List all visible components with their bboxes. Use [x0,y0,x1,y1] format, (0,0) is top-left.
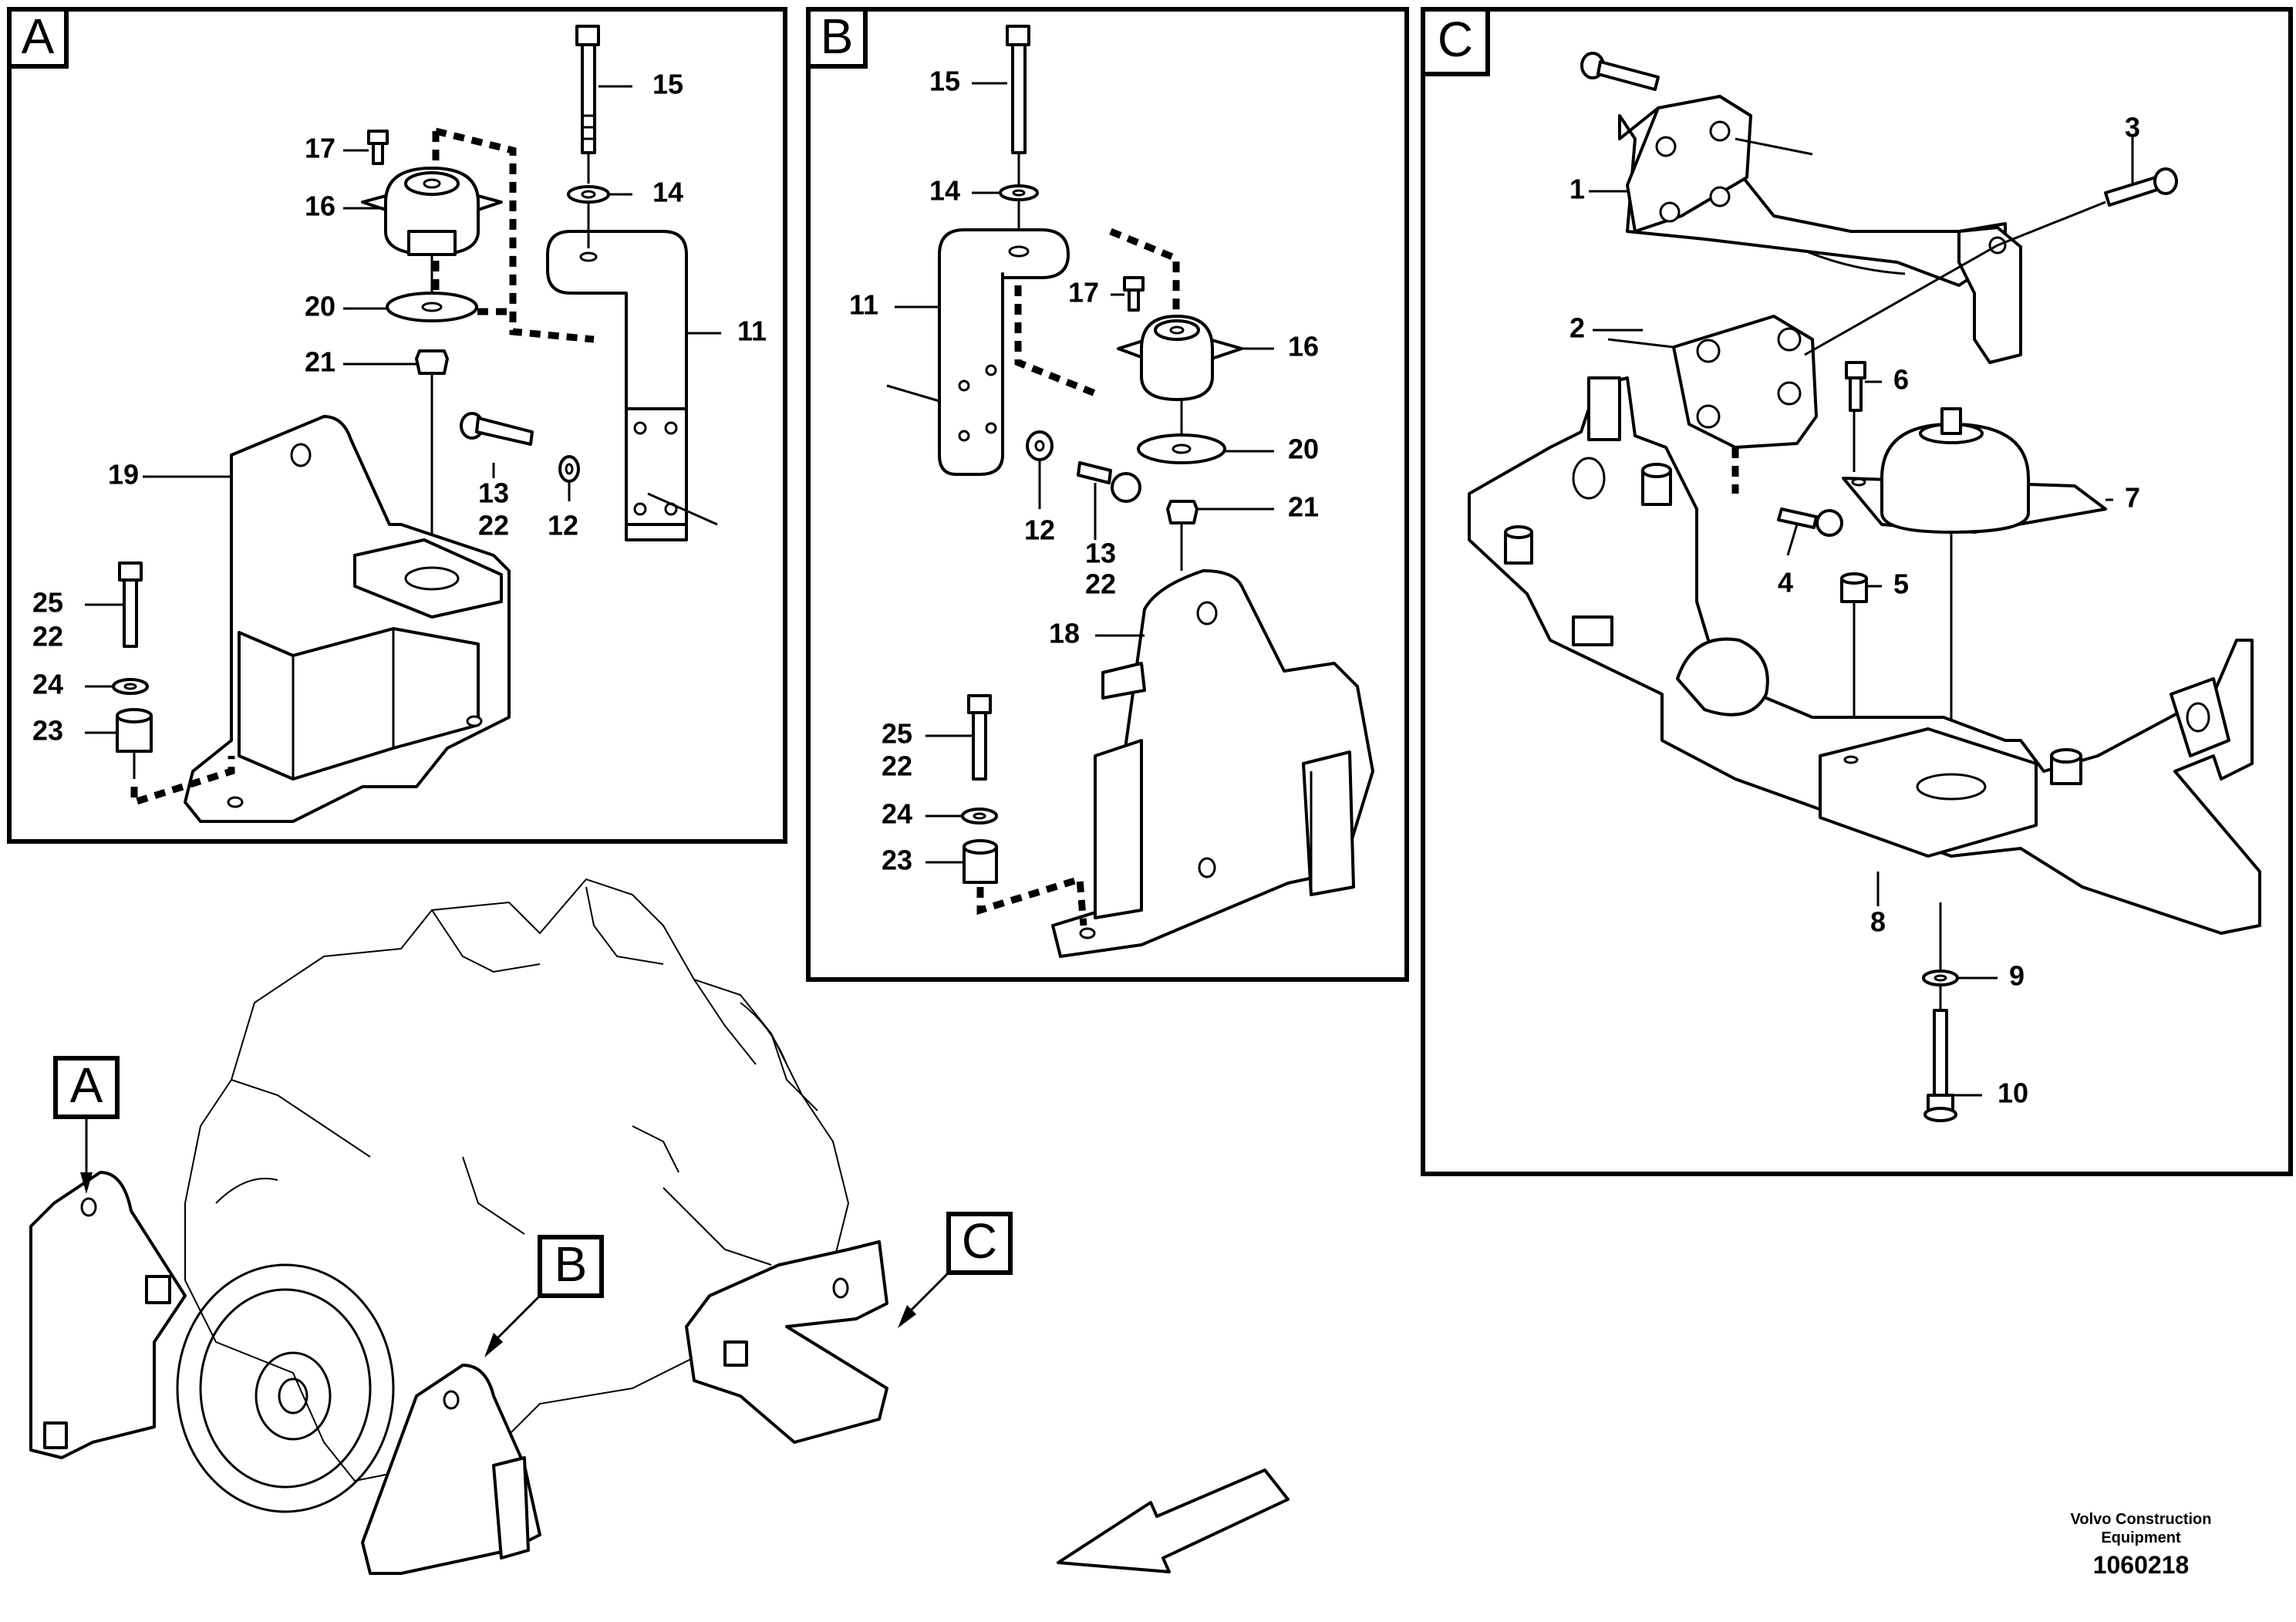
panel-c: C [1421,7,2293,1176]
callout-a-22: 22 [478,510,509,541]
spacer-23-a [116,708,153,753]
overview-illustration: A B C [29,878,1013,1575]
callout-a-24: 24 [32,669,63,700]
callout-c-3: 3 [2125,112,2140,143]
overview-flag-a: A [70,1057,103,1113]
bolt-15-a [575,25,600,154]
bolt-3-c [2104,167,2178,207]
credit-line1: Volvo Construction [2071,1511,2212,1528]
overview-bracket-b [361,1364,541,1575]
callout-b-24: 24 [882,798,912,830]
mount-16-a [361,167,503,256]
callout-a-20: 20 [305,291,335,322]
overview-flag-c: C [962,1213,997,1269]
bracket-19-a [184,415,511,823]
bolt-10-c [1923,1009,1957,1122]
callout-a-17: 17 [305,133,335,164]
callout-a-15: 15 [652,69,683,100]
callout-b-14: 14 [929,175,960,207]
callout-a-19: 19 [108,459,139,491]
overview-flag-c-box [946,1212,1013,1275]
callout-a-16: 16 [305,191,335,222]
bracket-1-c [1618,95,2022,364]
callout-c-9: 9 [2009,960,2025,992]
callout-a-12: 12 [548,510,578,541]
panel-a-letter: A [22,8,55,64]
callout-a-21: 21 [305,346,335,378]
crossmember-8-c [1468,376,2261,935]
callout-c-5: 5 [1893,568,1909,600]
callout-a-14: 14 [652,177,683,208]
callout-a-13: 13 [478,477,509,509]
panel-c-tag [1421,7,1490,76]
callout-c-2: 2 [1569,312,1585,344]
pad-2-c [1672,315,1818,449]
callout-b-22: 22 [1085,568,1116,600]
bracket-11-b [938,228,1070,476]
callout-b-15: 15 [929,66,960,97]
screw-17-a [367,130,389,165]
overview-flag-b-box [538,1235,604,1298]
panel-b-letter: B [821,8,854,64]
assembly-path-b2 [976,875,1087,926]
callout-b-16: 16 [1288,331,1319,363]
reference-number: 1060218 [2093,1551,2190,1579]
callout-b-12: 12 [1024,514,1055,546]
overview-bracket-a [29,1171,187,1459]
overview-flag-b: B [555,1236,588,1292]
direction-arrow-icon [1057,1469,1290,1573]
callout-c-10: 10 [1998,1077,2028,1109]
panel-a-tag [7,7,69,69]
bolt-25-a [118,561,143,648]
spacer-23-b [963,839,998,884]
callout-b-11: 11 [849,289,878,321]
callout-a-23: 23 [32,715,63,747]
bolt-13-b [1077,461,1141,503]
callout-c-1: 1 [1569,174,1585,205]
callout-b-13: 13 [1085,538,1116,569]
assembly-path-b1 [1014,228,1180,397]
assembly-path-a2 [130,756,235,808]
mount-7-c [1842,407,2107,534]
callout-c-6: 6 [1893,364,1909,396]
bolt-6-c [1845,361,1866,412]
nut-21-b [1166,500,1199,524]
panel-b: B [806,7,1409,982]
bolt-13-a [460,412,534,446]
flywheel [176,1263,395,1513]
panel-b-frame [806,7,1409,982]
bolt-top-c [1580,52,1660,91]
spacer-5-c [1840,572,1868,603]
panel-a: A [7,7,787,844]
panel-c-letter: C [1438,12,1473,67]
callout-b-20: 20 [1288,433,1319,465]
screw-17-b [1123,276,1145,312]
panel-a-frame [7,7,787,844]
callout-b-25: 25 [882,718,912,750]
callout-b-18: 18 [1049,618,1080,649]
callout-a-25: 25 [32,587,63,619]
bracket-18-b [1051,569,1374,958]
overview-bracket-c [685,1240,888,1444]
callout-a-22b: 22 [32,621,63,653]
callout-c-4: 4 [1778,567,1793,599]
panel-b-tag [806,7,868,69]
nut-21-a [415,349,449,375]
bolt-25-b [967,694,992,781]
bolt-15-b [1006,25,1030,154]
callout-b-22b: 22 [882,750,912,782]
callout-b-17: 17 [1068,277,1099,309]
mount-16-b [1117,315,1243,401]
credit-line2: Equipment [2101,1529,2181,1546]
callout-c-7: 7 [2125,482,2140,514]
bolt-4-c [1777,508,1843,537]
callout-a-11: 11 [737,315,767,347]
panel-c-frame [1421,7,2293,1176]
callout-b-21: 21 [1288,491,1319,523]
callout-c-8: 8 [1870,906,1886,938]
callout-b-23: 23 [882,845,912,876]
engine-outline [184,878,850,1482]
